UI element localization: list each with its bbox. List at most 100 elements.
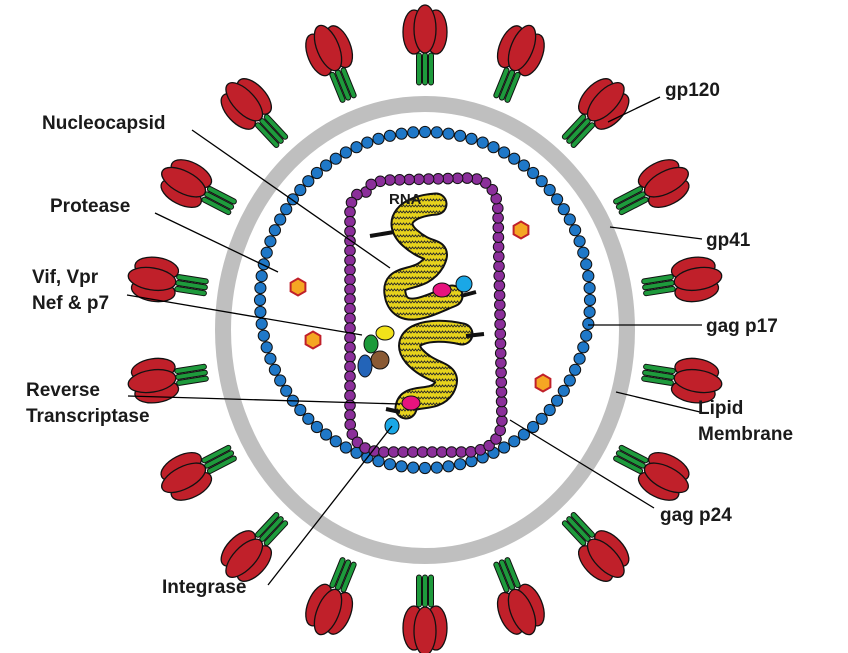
rna-strand-lower [394, 319, 474, 420]
matrix-bead [557, 384, 570, 397]
matrix-bead [372, 455, 385, 468]
envelope-spike [151, 431, 245, 510]
gag-p17-matrix-ring [253, 125, 597, 475]
matrix-bead [563, 374, 576, 387]
envelope-spike [605, 431, 699, 510]
capsid-bead [426, 446, 439, 458]
matrix-bead [302, 175, 315, 188]
envelope-spike [151, 150, 245, 229]
label-reverse: Reverse [26, 380, 100, 401]
matrix-bead [320, 428, 333, 441]
capsid-bead [344, 283, 356, 296]
capsid-bead [494, 337, 507, 350]
matrix-bead [395, 460, 408, 473]
matrix-bead [255, 317, 268, 330]
rt-blob-magenta-lower [401, 395, 421, 411]
matrix-bead [294, 403, 307, 417]
envelope-spike [124, 252, 212, 311]
capsid-bead [344, 293, 356, 305]
protease-particles [289, 220, 552, 393]
matrix-bead [527, 166, 540, 180]
matrix-bead [569, 224, 582, 237]
integrase-blob-cyan [455, 275, 473, 293]
matrix-bead [582, 270, 595, 283]
matrix-bead [430, 461, 443, 474]
matrix-bead [280, 203, 293, 216]
matrix-bead [350, 141, 363, 154]
label-gp41: gp41 [706, 230, 751, 251]
capsid-bead [494, 424, 507, 437]
label-gag-p17: gag p17 [706, 316, 778, 337]
capsid-bead [344, 302, 356, 315]
capsid-bead [492, 231, 505, 243]
matrix-bead [583, 293, 597, 307]
matrix-bead [418, 461, 432, 475]
capsid-bead [416, 446, 429, 458]
rna-tail-mid [460, 290, 477, 298]
matrix-bead [442, 127, 455, 140]
matrix-bead [454, 458, 467, 471]
matrix-bead [274, 213, 287, 226]
matrix-bead [569, 363, 582, 376]
protease-hexagon [304, 330, 322, 350]
capsid-bead [465, 446, 477, 458]
matrix-bead [535, 412, 548, 425]
label-nucleocapsid: Nucleocapsid [42, 113, 166, 134]
capsid-bead [345, 196, 358, 209]
matrix-bead [508, 435, 521, 448]
capsid-bead [496, 415, 508, 427]
envelope-spike [297, 551, 371, 644]
envelope-spike [605, 150, 699, 229]
label-integrase: Integrase [162, 577, 246, 598]
matrix-bead [543, 403, 556, 417]
matrix-bead [573, 352, 586, 365]
capsid-bead [492, 241, 505, 253]
matrix-bead [329, 435, 342, 448]
matrix-bead [498, 146, 511, 159]
rna-tail-top [369, 230, 395, 238]
matrix-bead [264, 352, 277, 365]
matrix-bead [407, 461, 420, 474]
envelope-spike [402, 4, 448, 86]
rna-tail-bottom [385, 407, 401, 414]
capsid-bead [492, 202, 504, 214]
capsid-bead [493, 270, 506, 282]
leader-lines [126, 96, 703, 586]
matrix-bead [583, 305, 596, 319]
capsid-bead [495, 386, 508, 398]
matrix-bead [580, 258, 593, 271]
label-gag-p24: gag p24 [660, 505, 732, 526]
matrix-bead [395, 127, 408, 140]
matrix-bead [268, 363, 281, 376]
matrix-bead [577, 341, 590, 354]
matrix-bead [476, 136, 489, 149]
matrix-bead [294, 183, 307, 197]
capsid-bead [494, 308, 506, 321]
matrix-bead [498, 441, 511, 454]
capsid-bead [351, 188, 363, 201]
matrix-bead [508, 152, 521, 165]
matrix-bead [407, 126, 420, 139]
matrix-bead [580, 329, 593, 342]
label-vif-vpr: Vif, Vpr [32, 267, 99, 288]
capsid-bead [495, 376, 508, 389]
capsid-bead [393, 174, 406, 186]
capsid-bead [494, 328, 507, 340]
matrix-bead [563, 213, 576, 226]
capsid-bead [384, 174, 396, 186]
capsid-bead [451, 172, 464, 185]
capsid-bead [486, 184, 499, 196]
envelope-spike [402, 574, 448, 653]
capsid-bead [496, 405, 508, 418]
matrix-bead [339, 441, 352, 454]
capsid-bead [493, 260, 505, 273]
matrix-bead [517, 159, 531, 172]
label-membrane: Membrane [698, 424, 793, 445]
matrix-bead [257, 258, 270, 271]
capsid-bead [493, 250, 505, 263]
capsid-bead [344, 351, 356, 363]
matrix-bead [551, 193, 564, 206]
capsid-bead [368, 445, 381, 457]
capsid-bead [387, 446, 400, 458]
